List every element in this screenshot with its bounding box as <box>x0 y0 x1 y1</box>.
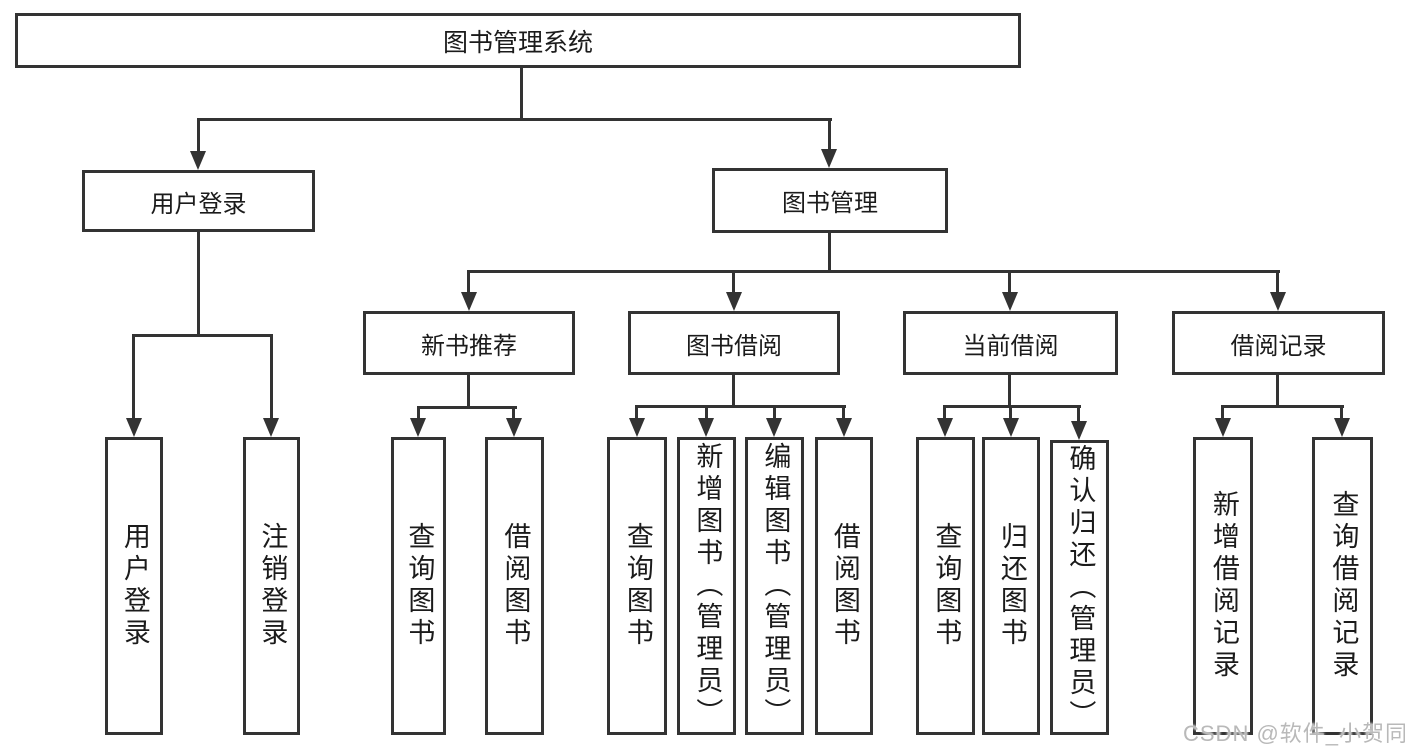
node-label: 借阅图书 <box>500 522 531 650</box>
watermark: CSDN @软件_小贺同学 <box>1183 721 1405 746</box>
connector-line <box>467 375 470 409</box>
node-label: 新增图书（管理员） <box>692 442 723 730</box>
node-new-book-recommend: 新书推荐 <box>363 311 575 375</box>
arrow-down-icon <box>726 292 742 311</box>
leaf-add-borrow-record: 新增借阅记录 <box>1193 437 1253 735</box>
arrow-down-icon <box>461 292 477 311</box>
arrow-down-icon <box>1270 292 1286 311</box>
connector-line <box>1008 270 1011 293</box>
arrow-down-icon <box>937 418 953 437</box>
connector-line <box>828 232 831 273</box>
leaf-borrow-books-borrowing: 借阅图书 <box>815 437 873 735</box>
arrow-down-icon <box>1003 418 1019 437</box>
connector-line <box>197 118 832 121</box>
arrow-down-icon <box>766 418 782 437</box>
node-label: 归还图书 <box>996 522 1027 650</box>
leaf-add-books-admin: 新增图书（管理员） <box>677 437 736 735</box>
connector-line <box>705 405 708 419</box>
node-label: 借阅记录 <box>1230 332 1327 360</box>
node-label: 查询图书 <box>404 522 435 650</box>
node-book-borrowing: 图书借阅 <box>628 311 840 375</box>
node-label: 编辑图书（管理员） <box>760 442 791 730</box>
connector-line <box>1276 375 1279 408</box>
connector-line <box>1276 270 1279 293</box>
node-label: 用户登录 <box>150 190 247 218</box>
connector-line <box>417 406 420 419</box>
leaf-logout-login: 注销登录 <box>243 437 300 735</box>
connector-line <box>520 67 523 121</box>
connector-line <box>1221 405 1344 408</box>
arrow-down-icon <box>263 418 279 437</box>
leaf-search-books-current: 查询图书 <box>916 437 975 735</box>
connector-line <box>1077 405 1080 422</box>
node-label: 用户登录 <box>119 522 150 650</box>
arrow-down-icon <box>629 418 645 437</box>
arrow-down-icon <box>1215 418 1231 437</box>
node-label: 查询图书 <box>622 522 653 650</box>
leaf-confirm-return-admin: 确认归还（管理员） <box>1050 440 1109 735</box>
connector-line <box>132 334 135 419</box>
leaf-return-books: 归还图书 <box>982 437 1040 735</box>
arrow-down-icon <box>126 418 142 437</box>
node-label: 图书借阅 <box>686 332 782 360</box>
node-user-login: 用户登录 <box>82 170 315 232</box>
connector-line <box>1009 405 1012 419</box>
connector-line <box>828 118 831 151</box>
node-label: 借阅图书 <box>829 522 860 650</box>
node-borrowing-records: 借阅记录 <box>1172 311 1385 375</box>
node-label: 图书管理系统 <box>442 28 593 57</box>
connector-line <box>1008 375 1011 408</box>
connector-line <box>773 405 776 419</box>
connector-line <box>417 406 517 409</box>
connector-line <box>467 270 1280 273</box>
connector-line <box>943 405 946 419</box>
node-label: 新增借阅记录 <box>1208 490 1239 682</box>
leaf-user-login: 用户登录 <box>105 437 163 735</box>
node-label: 注销登录 <box>257 522 288 650</box>
arrow-down-icon <box>821 149 837 168</box>
leaf-borrow-books-recommend: 借阅图书 <box>485 437 544 735</box>
arrow-down-icon <box>698 418 714 437</box>
connector-line <box>1340 405 1343 419</box>
connector-line <box>197 232 200 337</box>
arrow-down-icon <box>1334 418 1350 437</box>
arrow-down-icon <box>410 418 426 437</box>
node-label: 确认归还（管理员） <box>1065 443 1096 732</box>
connector-line <box>1221 405 1224 419</box>
leaf-edit-books-admin: 编辑图书（管理员） <box>745 437 804 735</box>
leaf-search-borrow-record: 查询借阅记录 <box>1312 437 1373 735</box>
node-label: 图书管理 <box>782 190 878 217</box>
arrow-down-icon <box>1002 292 1018 311</box>
node-current-borrowing: 当前借阅 <box>903 311 1118 375</box>
node-book-management: 图书管理 <box>712 168 948 233</box>
connector-line <box>635 405 638 419</box>
arrow-down-icon <box>836 418 852 437</box>
connector-line <box>197 118 200 153</box>
arrow-down-icon <box>190 151 206 170</box>
connector-line <box>635 405 846 408</box>
connector-line <box>732 270 735 293</box>
node-label: 新书推荐 <box>421 332 517 360</box>
node-library-system: 图书管理系统 <box>15 13 1021 68</box>
arrow-down-icon <box>1071 421 1087 440</box>
leaf-search-books-borrowing: 查询图书 <box>607 437 667 735</box>
node-label: 查询借阅记录 <box>1328 490 1359 682</box>
node-label: 查询图书 <box>931 522 962 650</box>
connector-line <box>132 334 273 337</box>
connector-line <box>732 375 735 408</box>
connector-line <box>467 270 470 293</box>
leaf-search-books-recommend: 查询图书 <box>391 437 446 735</box>
arrow-down-icon <box>506 418 522 437</box>
connector-line <box>842 405 845 419</box>
connector-line <box>943 405 1081 408</box>
node-label: 当前借阅 <box>962 332 1059 360</box>
connector-line <box>512 406 515 419</box>
connector-line <box>270 334 273 419</box>
